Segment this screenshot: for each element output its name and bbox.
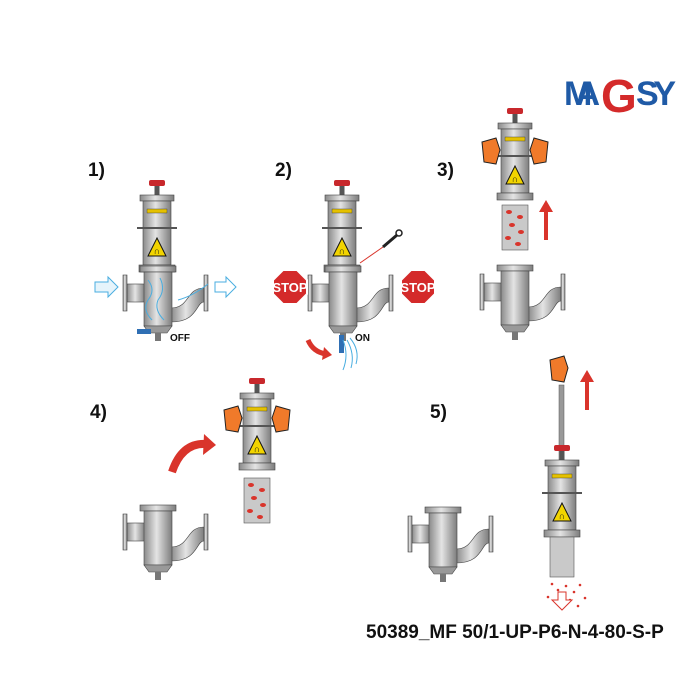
filter-body: [407, 506, 494, 583]
step-label: 2): [275, 160, 292, 181]
filter-housing: [541, 444, 583, 538]
wrench-icon: [359, 229, 403, 264]
flow-out-arrow: [214, 275, 237, 299]
magnetic-rod: [501, 204, 529, 251]
filter-body: [479, 264, 566, 341]
magnetic-rod-clean: [549, 536, 575, 578]
filter-housing-lifted: [494, 107, 536, 201]
filter-housing: [136, 179, 178, 273]
step-4: 4): [90, 377, 291, 581]
step-3: 3): [437, 107, 566, 341]
step-label: 1): [88, 160, 105, 181]
drain-valve-handle: [339, 335, 344, 353]
lift-arrow: [580, 370, 594, 410]
filter-housing: [321, 179, 363, 273]
stop-sign-left: STOP: [272, 269, 308, 305]
curved-arrow-head: [322, 347, 332, 360]
svg-text:STOP: STOP: [400, 280, 435, 295]
down-arrow: [550, 591, 574, 611]
step-2: 2) STOP STOP ON: [272, 160, 436, 371]
filter-body: [307, 265, 394, 342]
filter-body: [122, 265, 209, 342]
glove-left: [223, 405, 243, 433]
magsy-logo: MA G SY: [564, 70, 676, 122]
flow-in-arrow: [94, 275, 119, 299]
svg-text:G: G: [601, 70, 637, 122]
glove-right: [271, 405, 291, 433]
stop-sign-right: STOP: [400, 269, 436, 305]
glove-right: [529, 137, 549, 165]
filter-body: [122, 504, 209, 581]
glove-left: [481, 137, 501, 165]
step-5: 5): [407, 355, 594, 611]
valve-state: ON: [355, 333, 370, 344]
curved-arrow-head: [203, 434, 216, 455]
svg-text:STOP: STOP: [272, 280, 307, 295]
flow-lines: [145, 277, 209, 321]
valve-state: OFF: [170, 333, 190, 344]
drain-valve-handle: [137, 329, 151, 334]
step-1: 1) OFF: [88, 160, 237, 344]
step-label: 4): [90, 402, 107, 423]
step-label: 3): [437, 160, 454, 181]
curved-arrow: [168, 439, 208, 474]
filter-housing-lifted: [236, 377, 278, 471]
glove: [549, 355, 569, 383]
magnetic-rod: [243, 477, 271, 524]
lift-arrow: [539, 200, 553, 240]
svg-text:MA: MA: [564, 75, 600, 113]
product-code: 50389_MF 50/1-UP-P6-N-4-80-S-P: [366, 622, 664, 643]
svg-text:SY: SY: [636, 75, 676, 113]
step-label: 5): [430, 402, 447, 423]
drain-water: [342, 337, 358, 371]
